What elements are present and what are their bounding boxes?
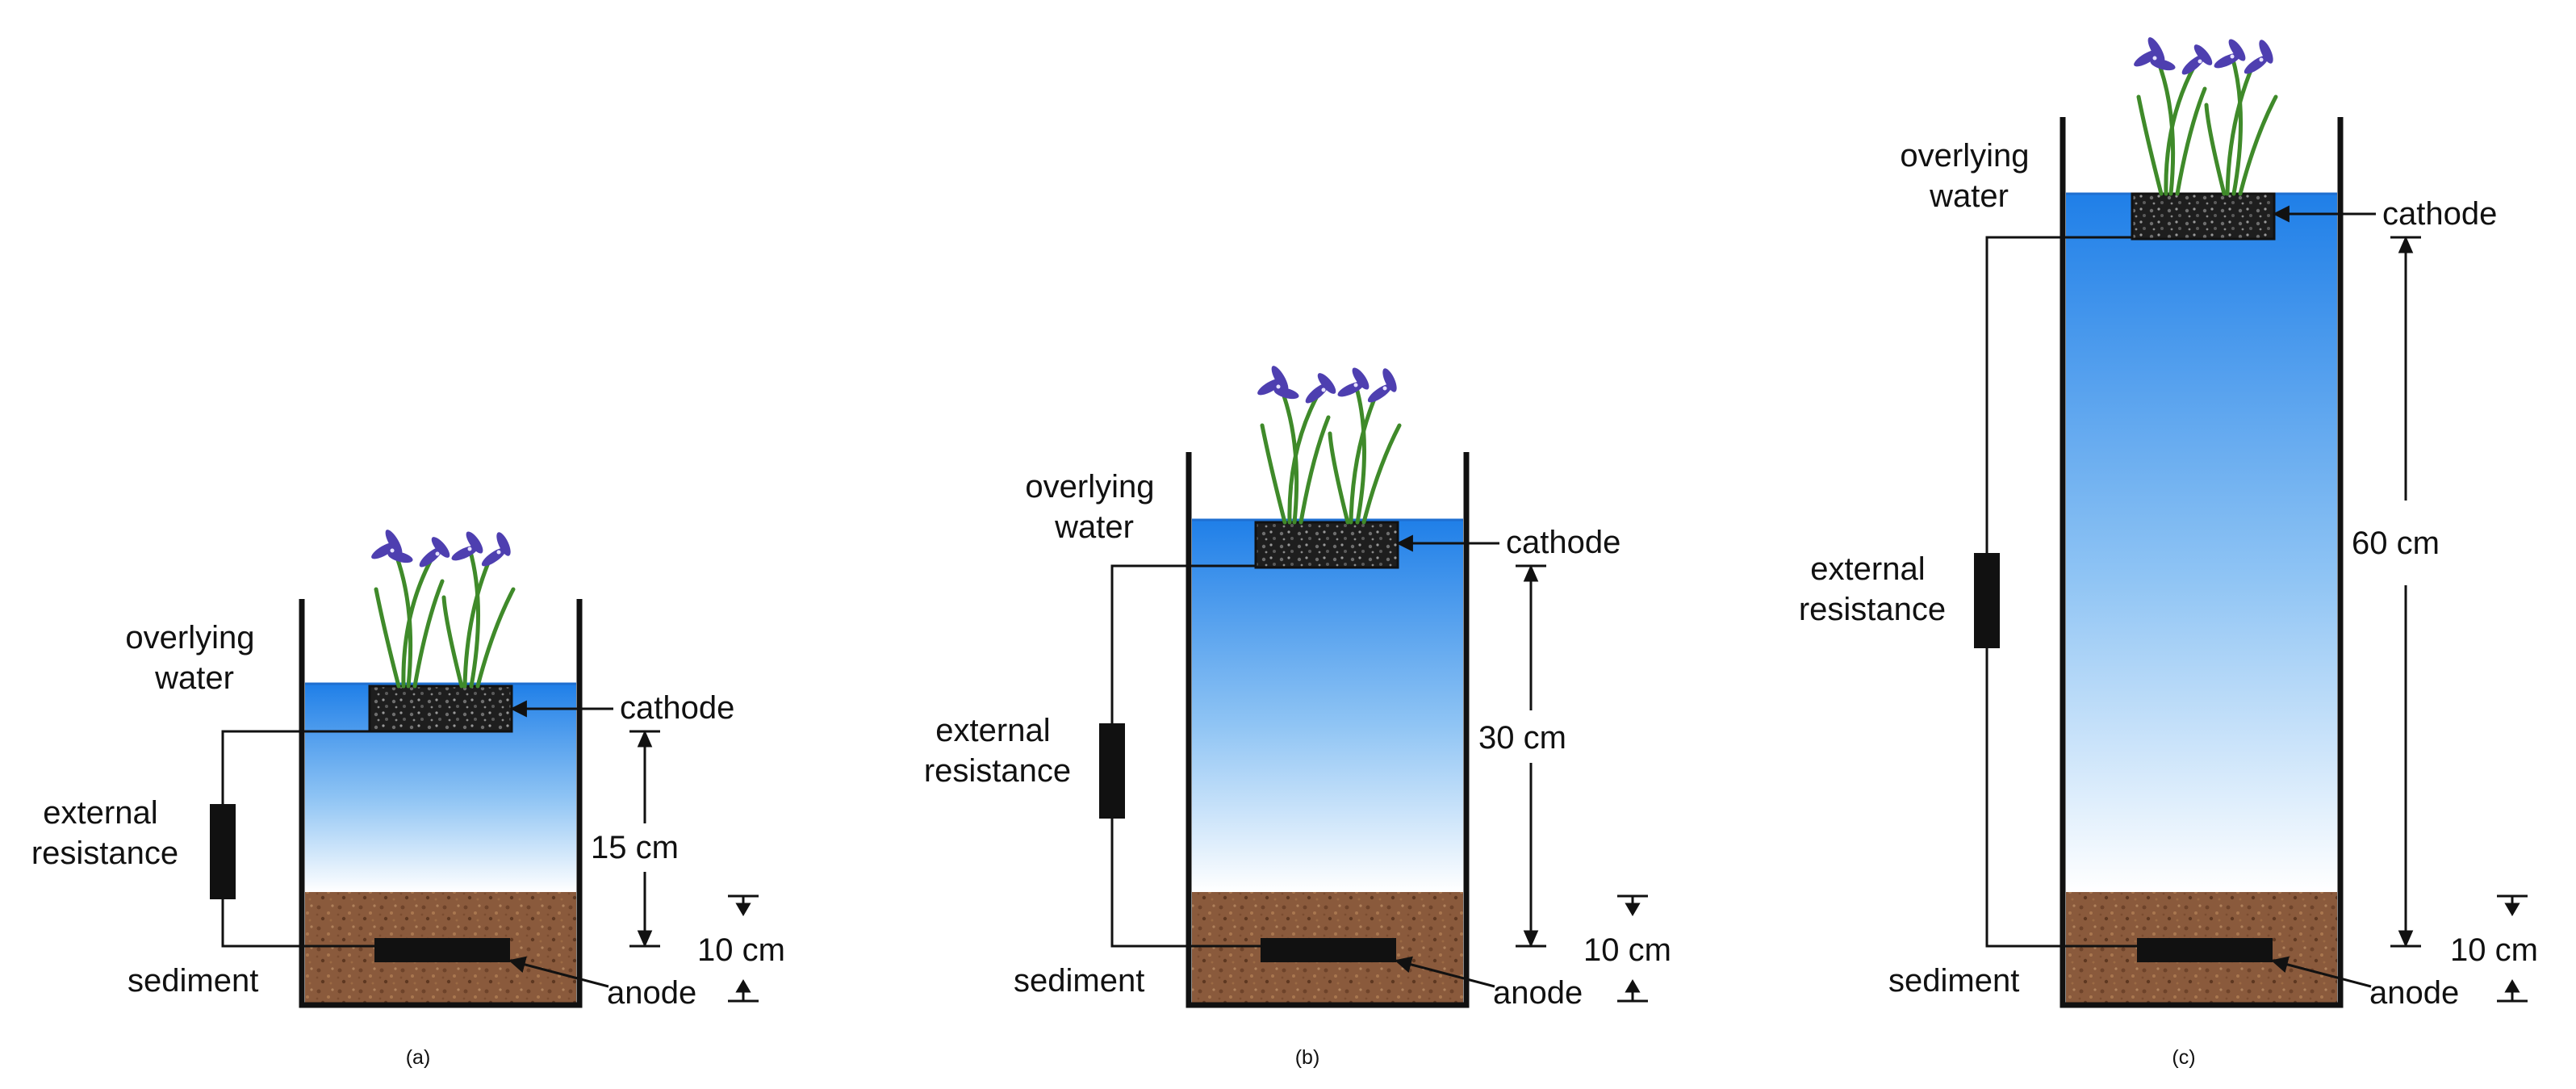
- sediment-depth-label-b: 10 cm: [1583, 932, 1671, 968]
- water-b: [1192, 518, 1463, 892]
- anode-label-a: anode: [607, 975, 696, 1011]
- anode-c: [2137, 938, 2273, 962]
- water-depth-label-b: 30 cm: [1478, 720, 1566, 756]
- anode-pointer-a: [508, 956, 609, 988]
- anode-pointer-c: [2270, 956, 2372, 988]
- cathode-c: [2131, 192, 2276, 241]
- panel-caption-b: (b): [1295, 1046, 1320, 1069]
- sediment-depth-dimension-c: [2497, 894, 2528, 1003]
- water-depth-dimension-a: [629, 730, 660, 948]
- anode-label-b: anode: [1493, 975, 1583, 1011]
- overlying-water-label-a: overlying water: [125, 620, 263, 696]
- resistor-a: [210, 804, 236, 899]
- water-depth-dimension-c: [2390, 236, 2421, 948]
- panel-caption-c: (c): [2172, 1046, 2195, 1069]
- container-a: [299, 599, 583, 1008]
- water-c: [2066, 192, 2337, 892]
- panel-a: overlying water cathode external resista…: [31, 530, 785, 1069]
- plant-c: [2134, 37, 2278, 196]
- panel-b: overlying water cathode external resista…: [924, 366, 1671, 1069]
- container-b: [1186, 452, 1470, 1008]
- plant-a: [371, 530, 516, 689]
- sediment-label-c: sediment: [1888, 963, 2019, 999]
- anode-pointer-b: [1394, 956, 1495, 988]
- cathode-label-c: cathode: [2382, 196, 2497, 232]
- container-c: [2060, 117, 2344, 1008]
- external-resistance-label-a: external resistance: [31, 795, 178, 871]
- water-depth-label-c: 60 cm: [2352, 526, 2440, 561]
- sediment-depth-dimension-b: [1617, 894, 1648, 1003]
- anode-b: [1261, 938, 1396, 962]
- resistor-c: [1974, 553, 2000, 648]
- sediment-label-a: sediment: [128, 963, 258, 999]
- resistor-b: [1099, 723, 1125, 819]
- external-resistance-label-b: external resistance: [924, 713, 1071, 789]
- sediment-depth-label-c: 10 cm: [2450, 932, 2538, 968]
- panel-caption-a: (a): [406, 1046, 431, 1069]
- water-depth-label-a: 15 cm: [591, 830, 679, 865]
- sediment-depth-label-a: 10 cm: [697, 932, 785, 968]
- cathode-label-b: cathode: [1506, 525, 1620, 560]
- plant-b: [1257, 366, 1402, 525]
- sediment-label-b: sediment: [1014, 963, 1144, 999]
- overlying-water-label-c: overlying water: [1900, 138, 2038, 214]
- panel-c: overlying water cathode external resista…: [1799, 37, 2538, 1069]
- cathode-a: [368, 685, 513, 733]
- external-resistance-label-c: external resistance: [1799, 551, 1946, 627]
- anode-label-c: anode: [2369, 975, 2459, 1011]
- cathode-b: [1254, 521, 1399, 569]
- sediment-depth-dimension-a: [728, 894, 759, 1003]
- water-depth-dimension-b: [1516, 564, 1546, 948]
- anode-a: [374, 938, 510, 962]
- overlying-water-label-b: overlying water: [1025, 469, 1163, 545]
- cathode-label-a: cathode: [620, 690, 734, 726]
